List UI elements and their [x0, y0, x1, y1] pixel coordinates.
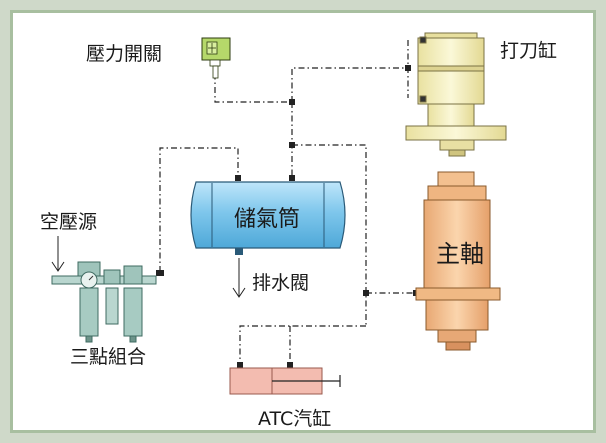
air-tank-icon: [190, 181, 346, 255]
label-frl-unit: 三點組合: [70, 346, 147, 368]
frl-unit-icon: [51, 261, 157, 343]
label-drain-valve: 排水閥: [252, 272, 310, 294]
air-source-arrow-icon: [51, 236, 65, 272]
drain-arrow-icon: [232, 258, 246, 298]
atc-cylinder-icon: [229, 367, 341, 395]
label-clamp-cylinder: 打刀缸: [500, 40, 558, 62]
label-spindle: 主軸: [436, 240, 484, 268]
label-air-source: 空壓源: [40, 211, 98, 233]
label-tank: 儲氣筒: [234, 207, 301, 232]
pressure-switch-icon: [201, 37, 231, 79]
clamp-cylinder-icon: [405, 32, 507, 157]
label-pressure-switch: 壓力開關: [86, 43, 163, 65]
spindle-icon: [415, 171, 501, 351]
label-atc-cylinder: ATC汽缸: [258, 408, 332, 430]
